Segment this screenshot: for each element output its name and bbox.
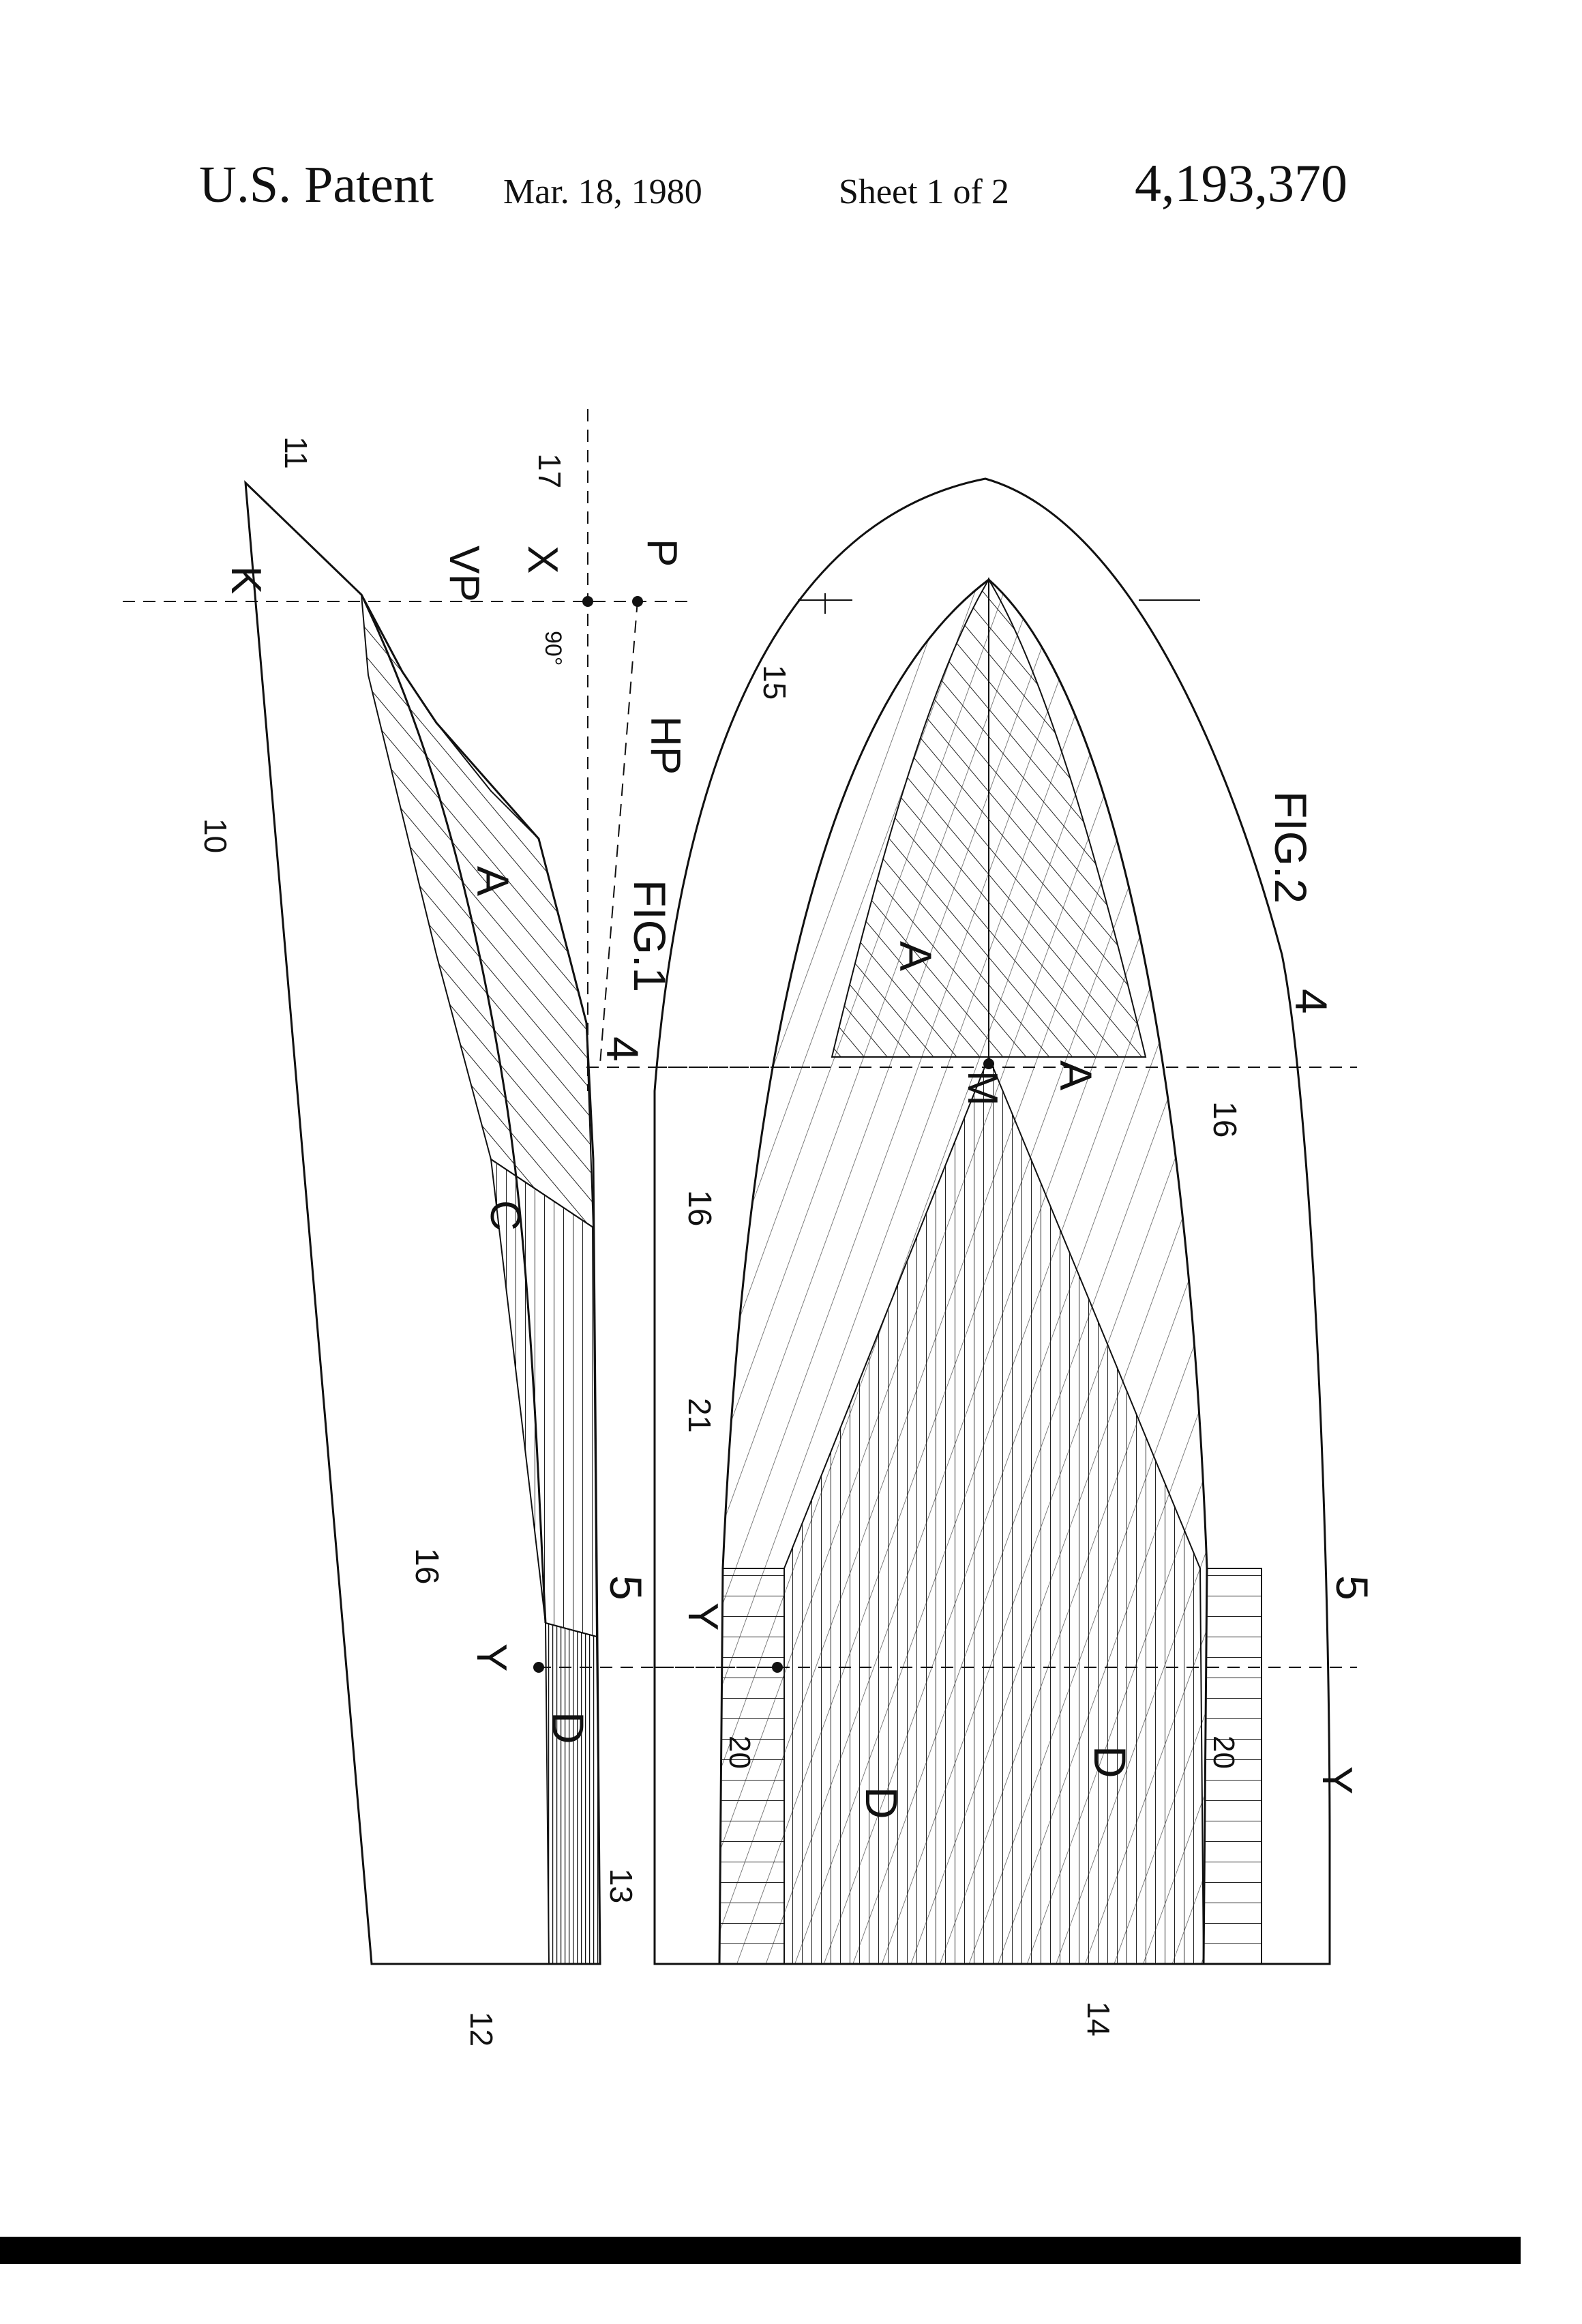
ref-10: 10	[198, 818, 233, 853]
region-label-D-fig2-left: D	[856, 1787, 907, 1819]
scan-border-bar	[0, 2237, 1521, 2264]
fig1-region-D	[546, 1623, 600, 1964]
fig1-hp-line	[600, 600, 638, 1064]
region-label-D-fig2-right: D	[1085, 1746, 1135, 1778]
ref-K: K	[222, 566, 269, 594]
region-label-A: A	[468, 866, 518, 896]
region-label-D-fig1: D	[543, 1712, 593, 1744]
fig1-side-view: 11 K VP 17 X P 90° HP 10 A FIG.1 4 C 16 …	[123, 409, 825, 2046]
region-label-C: C	[481, 1200, 528, 1231]
section-4-label: 4	[597, 1037, 648, 1062]
ref-21: 21	[682, 1398, 717, 1433]
ref-20-right: 20	[1207, 1735, 1240, 1769]
fig1-region-C	[491, 1159, 597, 1637]
ref-HP: HP	[642, 716, 689, 775]
ref-90deg: 90°	[540, 631, 566, 666]
ref-14: 14	[1081, 2001, 1116, 2036]
ref-Y-fig2-right: Y	[1313, 1766, 1360, 1794]
ref-16-fig2-right: 16	[1206, 1101, 1242, 1137]
point-Y-fig1	[533, 1662, 544, 1673]
ref-16-fig2-left: 16	[681, 1190, 717, 1226]
ref-X: X	[519, 546, 566, 573]
ref-16-fig1: 16	[408, 1548, 445, 1584]
point-Y-fig2-left	[772, 1662, 783, 1673]
ref-Y-fig2-left: Y	[679, 1603, 726, 1630]
section-5-label: 5	[601, 1575, 651, 1600]
section-5-label-fig2: 5	[1327, 1575, 1377, 1600]
ref-15: 15	[757, 665, 792, 700]
ref-Y-fig1: Y	[468, 1643, 515, 1671]
region-label-A-fig2-right: A	[1051, 1060, 1101, 1090]
section-4-label-fig2: 4	[1286, 989, 1337, 1014]
ref-P: P	[638, 539, 685, 567]
point-P	[632, 596, 643, 607]
ref-17: 17	[532, 453, 567, 488]
ref-11: 11	[278, 436, 314, 469]
ref-20-left: 20	[723, 1735, 756, 1769]
fig2-plan-view: 15 FIG.2 A 4 M A 16 16 21 5 Y 20 20 D D …	[655, 479, 1377, 2036]
ref-M: M	[959, 1071, 1006, 1106]
ref-13: 13	[603, 1868, 639, 1903]
region-label-A-fig2-left: A	[891, 941, 941, 971]
fig2-caption: FIG.2	[1266, 791, 1316, 904]
point-M	[983, 1058, 994, 1069]
ref-VP: VP	[441, 546, 488, 602]
ref-12: 12	[464, 2012, 499, 2046]
point-X	[582, 596, 593, 607]
fig2-region-A-right	[989, 580, 1146, 1057]
